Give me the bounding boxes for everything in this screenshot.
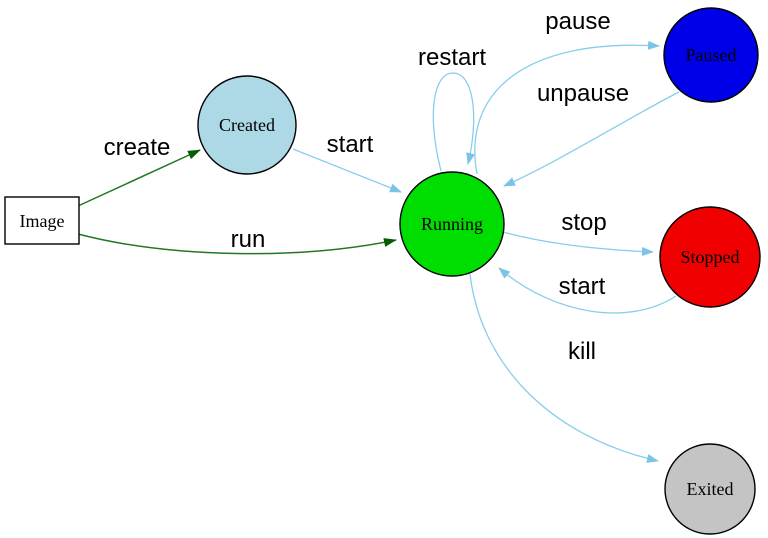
node-stopped: Stopped <box>659 206 761 308</box>
edge-kill-running-exited <box>469 273 659 463</box>
edge-label-create: create <box>104 134 171 161</box>
edge-create-image-created <box>77 149 201 207</box>
node-running-shape <box>399 171 505 277</box>
edge-label-unpause: unpause <box>537 80 629 107</box>
node-stopped-label: Stopped <box>680 247 739 267</box>
node-created-label: Created <box>219 115 275 135</box>
edge-label-start-created: start <box>327 131 374 158</box>
node-exited: Exited <box>664 443 756 535</box>
node-paused: Paused <box>663 7 759 103</box>
edge-label-stop: stop <box>561 209 606 236</box>
edge-label-pause: pause <box>545 8 610 35</box>
edge-stop-running-stopped <box>502 231 654 257</box>
edge-label-restart: restart <box>418 44 486 71</box>
edge-labels: create run start restart pause unpause s… <box>104 8 629 365</box>
edge-pause-running-paused <box>474 40 660 175</box>
node-image-label: Image <box>20 211 65 231</box>
edge-label-start-stopped: start <box>559 273 606 300</box>
node-stopped-shape <box>659 206 761 308</box>
node-exited-label: Exited <box>687 479 734 499</box>
node-running-label: Running <box>421 214 483 234</box>
node-paused-label: Paused <box>686 45 737 65</box>
edge-unpause-paused-running <box>503 91 680 187</box>
node-running: Running <box>399 171 505 277</box>
node-exited-shape <box>664 443 756 535</box>
edge-label-kill: kill <box>568 338 596 365</box>
edges <box>77 40 680 463</box>
edge-label-run: run <box>231 226 266 253</box>
edge-restart-running-self-loop <box>432 72 475 172</box>
node-created-shape <box>197 75 297 175</box>
nodes: Image Created Running Paused Stopped <box>4 7 761 535</box>
node-paused-shape <box>663 7 759 103</box>
edge-run-image-running <box>77 233 397 255</box>
node-created: Created <box>197 75 297 175</box>
edge-start-stopped-running <box>498 267 677 314</box>
node-image: Image <box>4 196 80 245</box>
node-image-shape <box>4 196 80 245</box>
edge-start-created-running <box>292 148 402 193</box>
